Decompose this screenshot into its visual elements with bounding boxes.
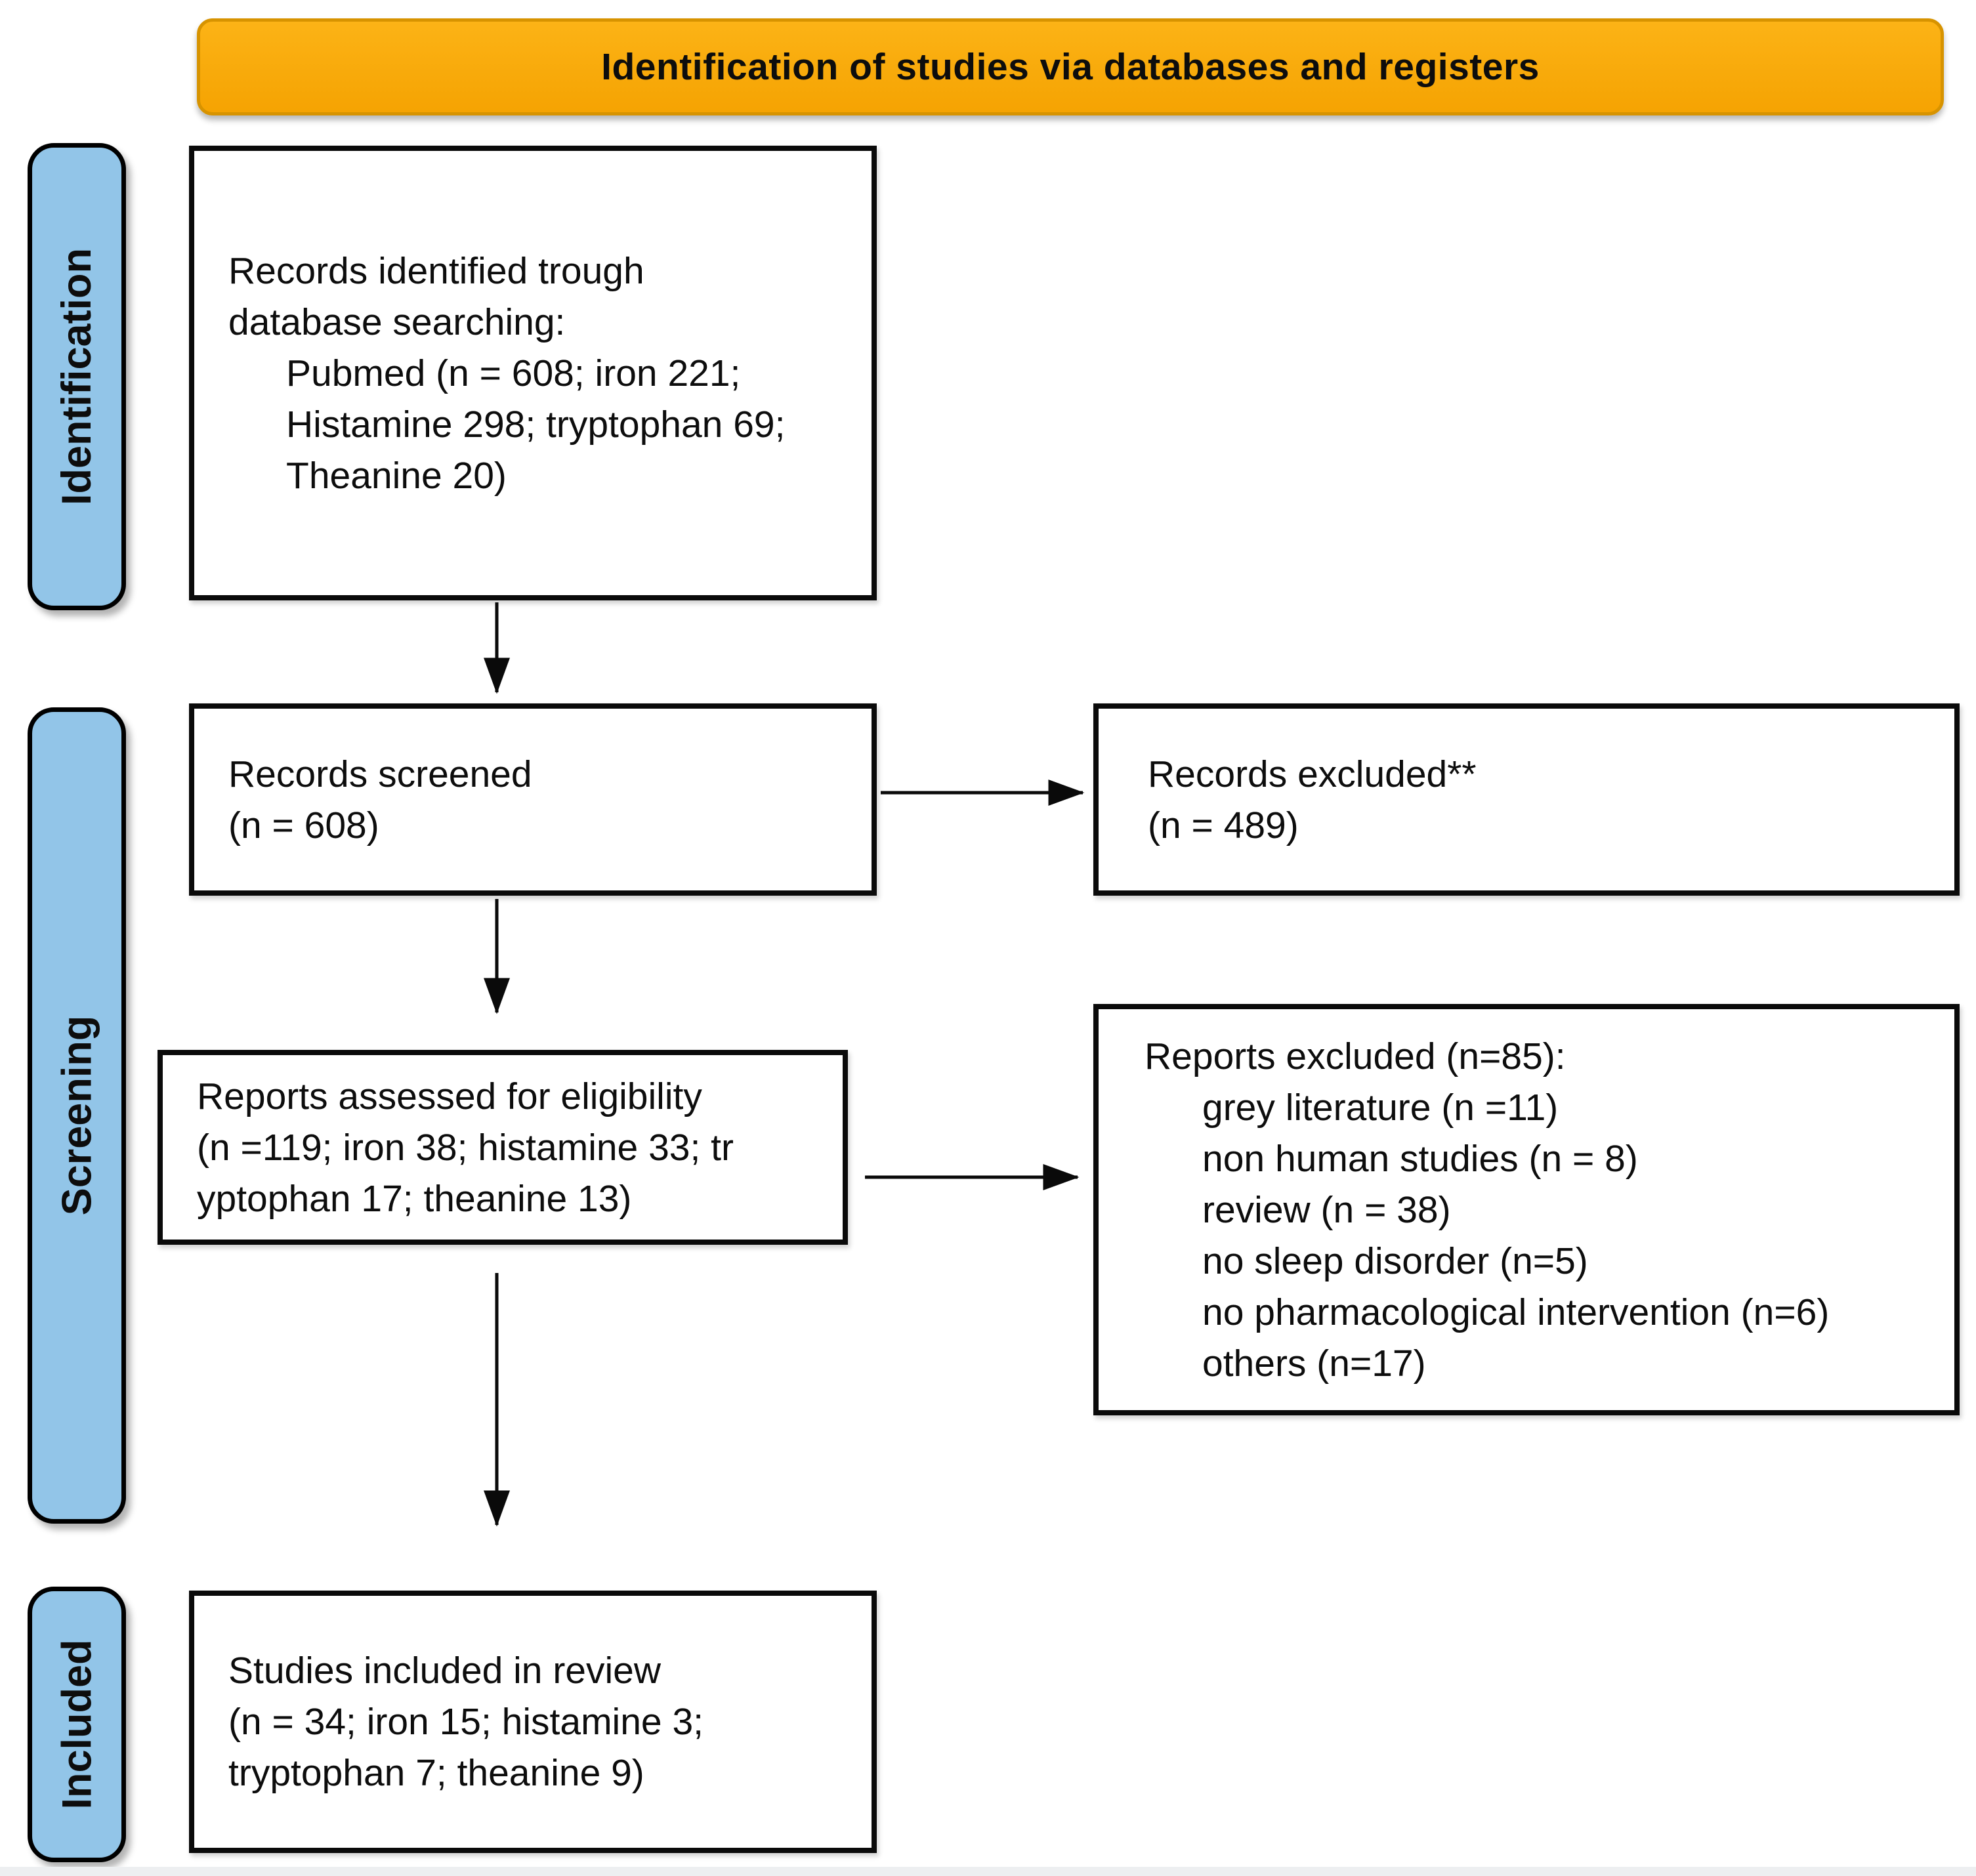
stage-label-included-text: Included [54, 1639, 100, 1810]
box-reports-assessed-line: yptophan 17; theanine 13) [197, 1177, 632, 1220]
page-edge [0, 1867, 1976, 1876]
box-records-excluded-line: (n = 489) [1148, 804, 1299, 846]
box-reports-excluded-line: grey literature (n =11) [1202, 1086, 1559, 1129]
header-banner: Identification of studies via databases … [197, 18, 1944, 115]
box-reports-excluded-line: others (n=17) [1202, 1342, 1426, 1385]
box-reports-excluded-line: review (n = 38) [1202, 1188, 1451, 1231]
box-reports-excluded-line: non human studies (n = 8) [1202, 1137, 1638, 1180]
header-title: Identification of studies via databases … [601, 46, 1540, 88]
box-records-screened-line: Records screened [228, 753, 532, 795]
stage-label-identification-text: Identification [54, 248, 100, 505]
box-records-excluded: Records excluded** (n = 489) [1093, 703, 1960, 896]
box-studies-included: Studies included in review (n = 34; iron… [189, 1591, 877, 1853]
box-records-excluded-line: Records excluded** [1148, 753, 1477, 795]
box-reports-excluded: Reports excluded (n=85): grey literature… [1093, 1004, 1960, 1415]
box-reports-excluded-line: no pharmacological intervention (n=6) [1202, 1291, 1830, 1333]
box-records-identified: Records identified trough database searc… [189, 146, 877, 600]
box-records-identified-line: Pubmed (n = 608; iron 221; [286, 352, 741, 394]
box-records-identified-line: database searching: [228, 301, 566, 343]
box-reports-assessed: Reports assessed for eligibility (n =119… [158, 1050, 848, 1245]
box-studies-included-line: tryptophan 7; theanine 9) [228, 1752, 644, 1794]
stage-label-screening-text: Screening [54, 1015, 100, 1216]
box-studies-included-line: Studies included in review [228, 1650, 662, 1692]
box-studies-included-line: (n = 34; iron 15; histamine 3; [228, 1701, 704, 1743]
box-records-identified-line: Theanine 20) [286, 454, 507, 497]
stage-label-screening: Screening [28, 707, 126, 1524]
box-records-screened-line: (n = 608) [228, 804, 379, 846]
box-reports-assessed-line: Reports assessed for eligibility [197, 1075, 702, 1117]
stage-label-identification: Identification [28, 143, 126, 610]
box-reports-excluded-line: no sleep disorder (n=5) [1202, 1240, 1588, 1282]
box-records-identified-line: Records identified trough [228, 249, 644, 292]
box-reports-assessed-line: (n =119; iron 38; histamine 33; tr [197, 1126, 734, 1169]
box-records-identified-line: Histamine 298; tryptophan 69; [286, 403, 786, 446]
box-records-screened: Records screened (n = 608) [189, 703, 877, 896]
box-reports-excluded-line: Reports excluded (n=85): [1145, 1035, 1566, 1077]
stage-label-included: Included [28, 1587, 126, 1862]
